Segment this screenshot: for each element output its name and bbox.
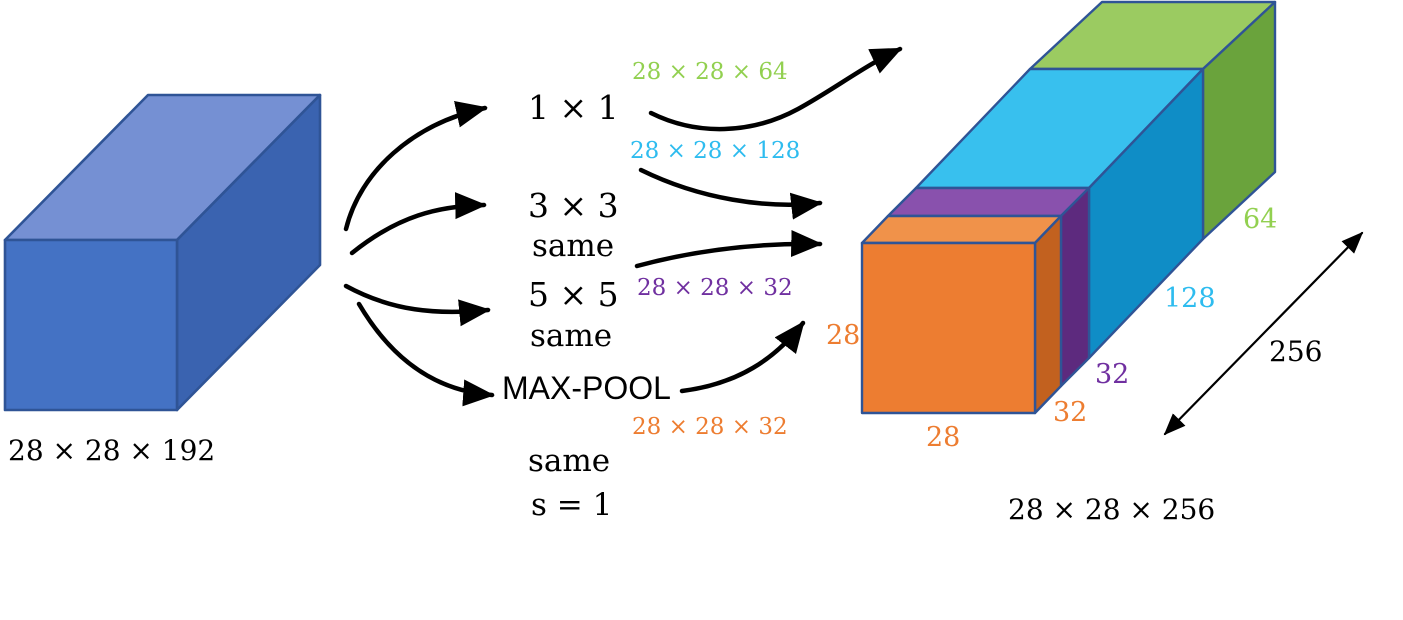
conv3x3-op-label: 3 × 3 [528,186,619,225]
conv1x1-op-label: 1 × 1 [528,88,619,127]
fanout-arrow-to-maxpool [356,301,495,407]
conv5x5-padding-label: same [530,318,613,354]
output-arrow-from-maxpool [679,320,806,394]
pool-slab-top-face [860,214,1063,245]
input-dims-label: 28 × 28 × 192 [8,434,216,467]
conv5-slab-top-face [886,186,1091,218]
input-box-front-face [3,238,179,412]
pool-depth-label: 32 [1053,397,1088,428]
conv1-depth-label: 64 [1243,204,1278,235]
conv5x5-op-label: 5 × 5 [528,275,619,314]
depth-measure-arrow [1163,231,1364,436]
maxpool-padding-label: same [528,443,611,479]
pool-slab-side-face [1033,214,1063,415]
output-arrow-from-1x1 [648,46,903,132]
conv3x3-output-dims-label: 28 × 28 × 128 [630,138,801,164]
conv5-depth-label: 32 [1095,359,1130,390]
output-arrow-from-5x5 [634,230,823,269]
maxpool-op-label: MAX-POOL [502,370,671,406]
pool-slab-front-face [860,241,1037,415]
conv5-slab-side-face [1059,186,1091,388]
total-depth-label: 256 [1269,335,1323,368]
conv1x1-output-dims-label: 28 × 28 × 64 [632,59,788,85]
maxpool-output-dims-label: 28 × 28 × 32 [632,414,788,440]
fanout-arrow-to-1x1 [343,100,488,232]
output-face-width-label: 28 [926,422,961,453]
fanout-arrow-to-3x3 [349,192,487,256]
output-dims-label: 28 × 28 × 256 [1008,493,1216,526]
conv3x3-padding-label: same [532,228,615,264]
conv3-depth-label: 128 [1164,283,1216,314]
conv5x5-output-dims-label: 28 × 28 × 32 [637,275,793,301]
fanout-arrow-to-5x5 [343,283,491,327]
output-arrow-from-3x3 [638,167,823,220]
output-face-height-label: 28 [826,320,861,351]
maxpool-stride-label: s = 1 [531,487,613,523]
